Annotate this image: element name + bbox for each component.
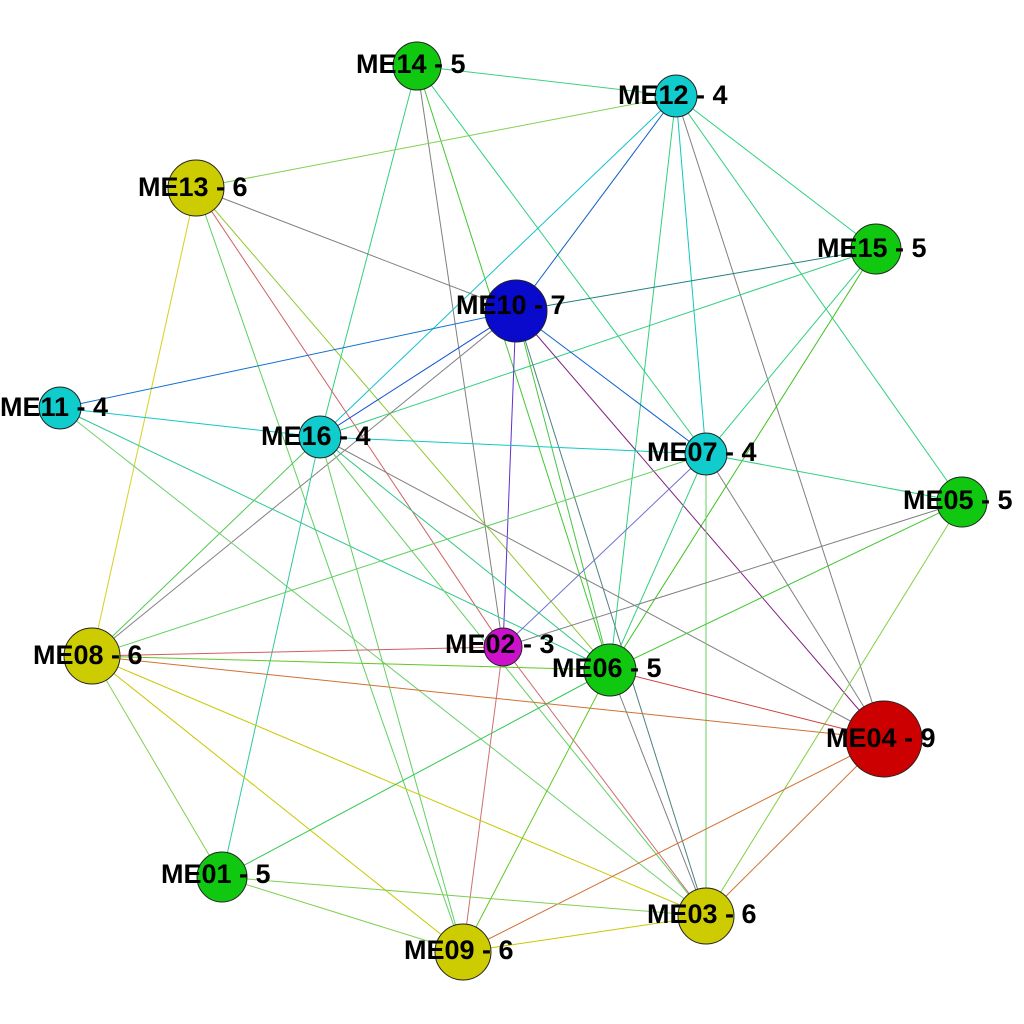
edge-me04-me03: [705, 738, 885, 917]
node-label-me09: ME09 - 6: [404, 935, 514, 965]
node-me06: [583, 643, 637, 697]
node-me10: [484, 279, 548, 343]
node-me13: [167, 159, 225, 217]
node-label-me06: ME06 - 5: [552, 653, 662, 683]
node-me15: [850, 223, 902, 275]
edge-me12-me06: [609, 95, 677, 671]
edge-me07-me04: [705, 453, 885, 740]
edge-me05-me02: [502, 501, 963, 648]
node-label-me05: ME05 - 5: [903, 485, 1013, 515]
edge-me09-me03: [462, 915, 707, 953]
edge-me10-me03: [515, 310, 707, 917]
edge-me12-me16: [319, 95, 677, 438]
edge-me10-me16: [319, 310, 517, 438]
node-label-me10: ME10 - 7: [456, 290, 566, 320]
edge-me14-me12: [416, 65, 677, 97]
edge-me16-me03: [319, 436, 707, 917]
edge-me11-me03: [59, 407, 707, 917]
edge-me01-me09: [221, 876, 464, 953]
edge-me16-me07: [319, 436, 707, 455]
edge-me10-me11: [59, 310, 517, 409]
node-label-me13: ME13 - 6: [138, 172, 248, 202]
node-label-me14: ME14 - 5: [356, 49, 466, 79]
node-me01: [196, 851, 248, 903]
edge-me15-me07: [705, 248, 877, 455]
edge-me12-me10: [515, 95, 677, 312]
edge-me06-me03: [609, 669, 707, 917]
node-me12: [654, 74, 698, 118]
node-me09: [434, 923, 492, 981]
node-me05: [936, 476, 988, 528]
node-label-me04: ME04 - 9: [826, 723, 936, 753]
node-me16: [298, 415, 342, 459]
node-label-me15: ME15 - 5: [817, 233, 927, 263]
edge-me10-me08: [91, 310, 517, 657]
edge-me12-me15: [675, 95, 877, 250]
node-label-me07: ME07 - 4: [647, 437, 757, 467]
edge-me04-me09: [462, 738, 885, 953]
edge-me06-me09: [462, 669, 611, 953]
edge-me10-me07: [515, 310, 707, 455]
edge-me13-me09: [195, 187, 464, 953]
node-me14: [392, 41, 442, 91]
edge-me16-me06: [319, 436, 611, 671]
node-label-me16: ME16 - 4: [261, 421, 371, 451]
edge-me07-me05: [705, 453, 963, 503]
node-label-me01: ME01 - 5: [161, 859, 271, 889]
edge-me02-me08: [91, 646, 504, 657]
edge-me13-me06: [195, 187, 611, 671]
node-me11: [38, 386, 82, 430]
node-me08: [63, 627, 121, 685]
edge-me13-me08: [91, 187, 197, 657]
edge-me16-me01: [221, 436, 321, 878]
edge-me10-me04: [515, 310, 885, 740]
edge-me07-me08: [91, 453, 707, 657]
edge-me10-me06: [515, 310, 611, 671]
label-layer: ME14 - 5 ME12 - 4 ME13 - 6 ME15 - 5 ME10 - 7…: [0, 49, 1013, 965]
edge-layer: [59, 65, 963, 953]
edge-me05-me06: [609, 501, 963, 671]
node-me02: [483, 627, 523, 667]
edge-me10-me02: [502, 310, 517, 648]
node-me03: [677, 887, 735, 945]
edge-me14-me07: [416, 65, 707, 455]
edge-me01-me03: [221, 876, 707, 917]
edge-me11-me16: [59, 407, 321, 438]
edge-me16-me04: [319, 436, 885, 740]
node-me04: [845, 700, 923, 778]
edge-me06-me04: [609, 669, 885, 740]
edge-me06-me01: [221, 669, 611, 878]
node-layer: [38, 41, 988, 981]
edge-me08-me03: [91, 655, 707, 917]
edge-me05-me03: [705, 501, 963, 917]
edge-me02-me03: [502, 646, 707, 917]
node-me07: [684, 432, 728, 476]
edge-me12-me04: [675, 95, 885, 740]
node-label-me02: ME02 - 3: [445, 629, 555, 659]
edge-me12-me05: [675, 95, 963, 503]
node-label-me12: ME12 - 4: [618, 80, 728, 110]
edge-me08-me04: [91, 655, 885, 740]
edge-me12-me07: [675, 95, 707, 455]
edge-me16-me09: [319, 436, 464, 953]
edge-me08-me01: [91, 655, 223, 878]
edge-me08-me06: [91, 655, 611, 671]
edge-me15-me10: [515, 248, 877, 312]
edge-me07-me06: [609, 453, 707, 671]
node-label-me03: ME03 - 6: [647, 899, 757, 929]
node-label-me08: ME08 - 6: [33, 640, 143, 670]
edge-me13-me10: [195, 187, 517, 312]
node-label-me11: ME11 - 4: [0, 392, 108, 422]
edge-me15-me06: [609, 248, 877, 671]
edge-me14-me16: [319, 65, 418, 438]
edge-me11-me06: [59, 407, 611, 671]
edge-me16-me08: [91, 436, 321, 657]
edge-me02-me09: [462, 646, 504, 953]
edge-me08-me09: [91, 655, 464, 953]
edge-me15-me16: [319, 248, 877, 438]
edge-me07-me02: [502, 453, 707, 648]
edge-me12-me13: [195, 95, 677, 189]
